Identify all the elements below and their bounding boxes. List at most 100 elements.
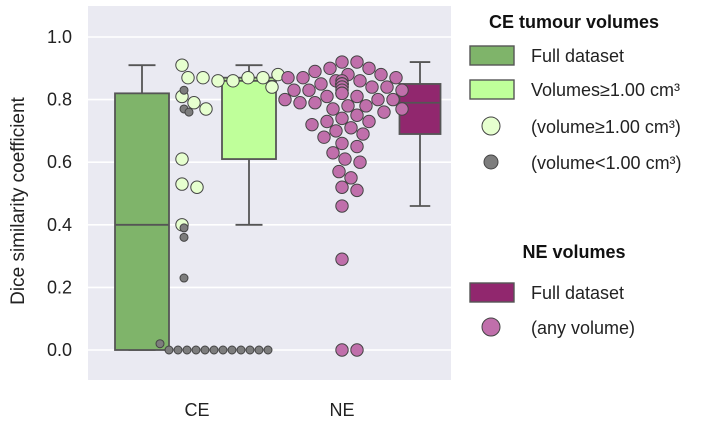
swarm-point (335, 252, 349, 266)
swarm-point (338, 152, 352, 166)
legend-title: CE tumour volumes (489, 12, 659, 32)
swarm-point (332, 164, 346, 179)
swarm-point (326, 146, 340, 160)
swarm-point (287, 83, 301, 97)
swarm-point (344, 121, 358, 135)
legend-entry: (volume≥1.00 cm³) (481, 116, 681, 137)
swarm-point (335, 199, 349, 213)
swarm-point (314, 77, 328, 91)
swarm-point (329, 124, 343, 138)
swarm-point (320, 114, 334, 129)
swarm-point (335, 55, 349, 69)
legend-label: (volume≥1.00 cm³) (531, 117, 681, 137)
legend-swatch (469, 79, 515, 100)
swarm-point (362, 114, 376, 129)
swarm-point (179, 223, 189, 233)
swarm-point (353, 74, 367, 88)
swarm-point (226, 74, 240, 88)
swarm-point (335, 111, 349, 126)
swarm-point (335, 136, 349, 151)
y-tick-label: 0.4 (47, 215, 72, 235)
legend-entry: (any volume) (481, 317, 635, 338)
swarm-point (211, 74, 225, 88)
swarm-point (356, 127, 370, 141)
swarm-point (377, 105, 391, 119)
x-tick-label: CE (184, 400, 209, 420)
swarm-point (323, 61, 337, 76)
swarm-point (199, 102, 213, 116)
y-tick-labels: 0.00.20.40.60.81.0 (47, 27, 72, 360)
swarm-point (254, 345, 264, 355)
swarm-point (350, 55, 364, 69)
swarm-point (395, 83, 409, 97)
legend-entry: (volume<1.00 cm³) (483, 153, 682, 173)
swarm-point (181, 70, 195, 85)
swarm-point (305, 117, 319, 132)
swarm-point (308, 64, 322, 79)
y-tick-label: 0.6 (47, 152, 72, 172)
swarm-point (179, 232, 189, 242)
swarm-point (173, 345, 183, 355)
box-body (114, 92, 170, 351)
legend-marker (483, 154, 499, 170)
swarm-point (341, 99, 355, 113)
swarm-point (335, 180, 349, 194)
swarm-ne-3 (278, 55, 409, 357)
swarm-point (386, 92, 400, 107)
box-plots (114, 61, 442, 351)
swarm-point (293, 96, 307, 110)
legend-title: NE volumes (522, 242, 625, 262)
swarm-ce-2 (155, 85, 273, 355)
swarm-point (187, 96, 201, 110)
swarm-point (281, 70, 295, 85)
y-tick-label: 0.2 (47, 277, 72, 297)
swarm-point (245, 345, 255, 355)
swarm-point (335, 343, 349, 357)
swarm-point (350, 108, 364, 122)
swarm-point (335, 86, 349, 101)
legend-marker (481, 116, 501, 136)
y-tick-label: 1.0 (47, 27, 72, 47)
swarm-point (350, 139, 364, 154)
swarm-point (395, 102, 409, 116)
swarm-point (380, 80, 394, 94)
swarm-point (218, 345, 228, 355)
swarm-point (308, 96, 322, 110)
swarm-point (365, 80, 379, 94)
swarm-point (350, 183, 364, 198)
swarm-point (182, 345, 192, 355)
swarm-point (236, 345, 246, 355)
swarm-point (359, 99, 373, 113)
swarm-point (196, 70, 210, 85)
swarm-point (190, 180, 204, 194)
swarm-point (320, 89, 334, 104)
legend-entry: Full dataset (469, 45, 624, 66)
swarm-point (164, 345, 174, 355)
swarm-point (209, 345, 219, 355)
y-tick-label: 0.0 (47, 340, 72, 360)
swarm-point (200, 345, 210, 355)
legend-swatch (469, 45, 515, 66)
swarm-point (241, 70, 255, 85)
swarm-point (175, 58, 189, 72)
swarm-points (155, 55, 409, 357)
swarm-point (179, 85, 189, 95)
swarm-point (179, 273, 189, 283)
swarm-point (350, 343, 364, 357)
legend-label: (any volume) (531, 318, 635, 338)
swarm-point (263, 345, 273, 355)
legend-label: (volume<1.00 cm³) (531, 153, 682, 173)
swarm-point (175, 152, 189, 166)
legend-label: Full dataset (531, 283, 624, 303)
swarm-point (184, 107, 194, 117)
legend-label: Full dataset (531, 46, 624, 66)
swarm-ce-1 (175, 58, 285, 232)
swarm-point (326, 102, 340, 116)
swarm-point (278, 92, 292, 107)
swarm-point (362, 61, 376, 76)
swarm-point (371, 92, 385, 107)
swarm-point (353, 155, 367, 169)
swarm-point (302, 83, 316, 97)
